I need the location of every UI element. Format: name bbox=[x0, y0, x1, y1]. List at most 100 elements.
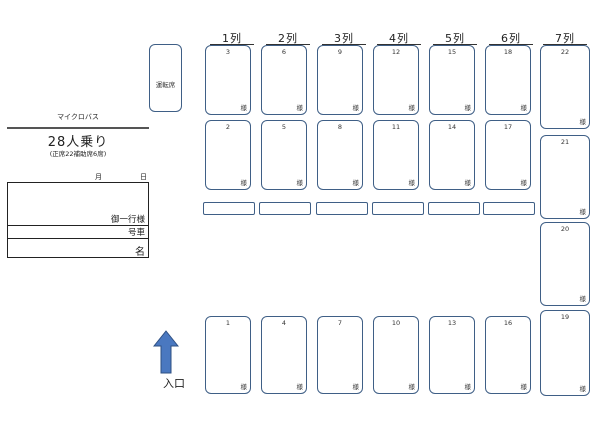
form-line-2 bbox=[8, 238, 148, 239]
car-number-label: 号車 bbox=[127, 228, 145, 238]
column-header-3: 3列 bbox=[334, 32, 354, 45]
column-header-1: 1列 bbox=[222, 32, 242, 45]
seat-number: 7 bbox=[337, 319, 343, 327]
driver-seat: 運転席 bbox=[149, 44, 182, 112]
capacity-note: (正席22補助席6席) bbox=[49, 150, 107, 158]
seat-number: 1 bbox=[225, 319, 231, 327]
seat-number: 20 bbox=[560, 225, 570, 233]
column-underline-1 bbox=[210, 44, 254, 45]
seat-number: 10 bbox=[391, 319, 401, 327]
honorific-label: 様 bbox=[408, 179, 416, 187]
header-divider bbox=[7, 127, 149, 129]
honorific-label: 様 bbox=[464, 104, 472, 112]
seat-number: 14 bbox=[447, 123, 457, 131]
honorific-label: 様 bbox=[296, 104, 304, 112]
honorific-label: 様 bbox=[352, 383, 360, 391]
seat-number: 3 bbox=[225, 48, 231, 56]
month-label: 月 bbox=[95, 173, 102, 181]
honorific-label: 様 bbox=[520, 104, 528, 112]
seat-16[interactable]: 16 様 bbox=[485, 316, 531, 394]
honorific-label: 様 bbox=[579, 208, 587, 216]
column-header-5: 5列 bbox=[445, 32, 465, 45]
honorific-label: 様 bbox=[408, 383, 416, 391]
honorific-label: 様 bbox=[520, 179, 528, 187]
seat-number: 8 bbox=[337, 123, 343, 131]
form-line-1 bbox=[8, 225, 148, 226]
seat-number: 11 bbox=[391, 123, 401, 131]
column-header-7: 7列 bbox=[555, 32, 575, 45]
seat-20[interactable]: 20 様 bbox=[540, 222, 590, 306]
entrance-label: 入口 bbox=[163, 377, 185, 390]
column-underline-6 bbox=[489, 44, 533, 45]
seat-21[interactable]: 21 様 bbox=[540, 135, 590, 219]
aux-seat-1[interactable] bbox=[203, 202, 255, 215]
seat-22[interactable]: 22 様 bbox=[540, 45, 590, 129]
honorific-label: 様 bbox=[579, 295, 587, 303]
honorific-label: 様 bbox=[464, 179, 472, 187]
seat-number: 16 bbox=[503, 319, 513, 327]
seat-15[interactable]: 15 様 bbox=[429, 45, 475, 115]
seat-11[interactable]: 11 様 bbox=[373, 120, 419, 190]
column-underline-2 bbox=[266, 44, 310, 45]
column-underline-7 bbox=[543, 44, 587, 45]
column-underline-5 bbox=[433, 44, 477, 45]
honorific-label: 様 bbox=[520, 383, 528, 391]
seat-number: 5 bbox=[281, 123, 287, 131]
seat-number: 6 bbox=[281, 48, 287, 56]
seat-number: 9 bbox=[337, 48, 343, 56]
seat-number: 22 bbox=[560, 48, 570, 56]
seat-number: 15 bbox=[447, 48, 457, 56]
aux-seat-4[interactable] bbox=[372, 202, 424, 215]
seat-number: 17 bbox=[503, 123, 513, 131]
honorific-label: 様 bbox=[464, 383, 472, 391]
seat-number: 2 bbox=[225, 123, 231, 131]
driver-seat-label: 運転席 bbox=[155, 81, 176, 89]
seat-number: 4 bbox=[281, 319, 287, 327]
seat-13[interactable]: 13 様 bbox=[429, 316, 475, 394]
seat-number: 13 bbox=[447, 319, 457, 327]
honorific-label: 様 bbox=[579, 385, 587, 393]
honorific-label: 様 bbox=[296, 179, 304, 187]
seat-17[interactable]: 17 様 bbox=[485, 120, 531, 190]
day-label: 日 bbox=[140, 173, 147, 181]
aux-seat-3[interactable] bbox=[316, 202, 368, 215]
vehicle-type-label: マイクロバス bbox=[57, 113, 99, 121]
seat-number: 19 bbox=[560, 313, 570, 321]
honorific-label: 様 bbox=[240, 104, 248, 112]
seat-10[interactable]: 10 様 bbox=[373, 316, 419, 394]
aux-seat-6[interactable] bbox=[483, 202, 535, 215]
honorific-label: 様 bbox=[408, 104, 416, 112]
honorific-label: 様 bbox=[352, 179, 360, 187]
aux-seat-5[interactable] bbox=[428, 202, 480, 215]
column-header-4: 4列 bbox=[389, 32, 409, 45]
booking-form-box: 御一行様 号車 名 bbox=[7, 182, 149, 258]
honorific-label: 様 bbox=[240, 383, 248, 391]
seat-12[interactable]: 12 様 bbox=[373, 45, 419, 115]
seat-18[interactable]: 18 様 bbox=[485, 45, 531, 115]
honorific-label: 様 bbox=[579, 118, 587, 126]
column-header-2: 2列 bbox=[278, 32, 298, 45]
seat-14[interactable]: 14 様 bbox=[429, 120, 475, 190]
honorific-label: 様 bbox=[352, 104, 360, 112]
party-label: 御一行様 bbox=[110, 215, 145, 225]
honorific-label: 様 bbox=[240, 179, 248, 187]
capacity-title: 28人乗り bbox=[47, 135, 109, 150]
column-underline-4 bbox=[377, 44, 421, 45]
seat-19[interactable]: 19 様 bbox=[540, 310, 590, 396]
column-header-6: 6列 bbox=[501, 32, 521, 45]
seat-number: 12 bbox=[391, 48, 401, 56]
seat-number: 21 bbox=[560, 138, 570, 146]
column-underline-3 bbox=[322, 44, 366, 45]
seat-number: 18 bbox=[503, 48, 513, 56]
passenger-count-label: 名 bbox=[135, 247, 145, 258]
aux-seat-2[interactable] bbox=[259, 202, 311, 215]
